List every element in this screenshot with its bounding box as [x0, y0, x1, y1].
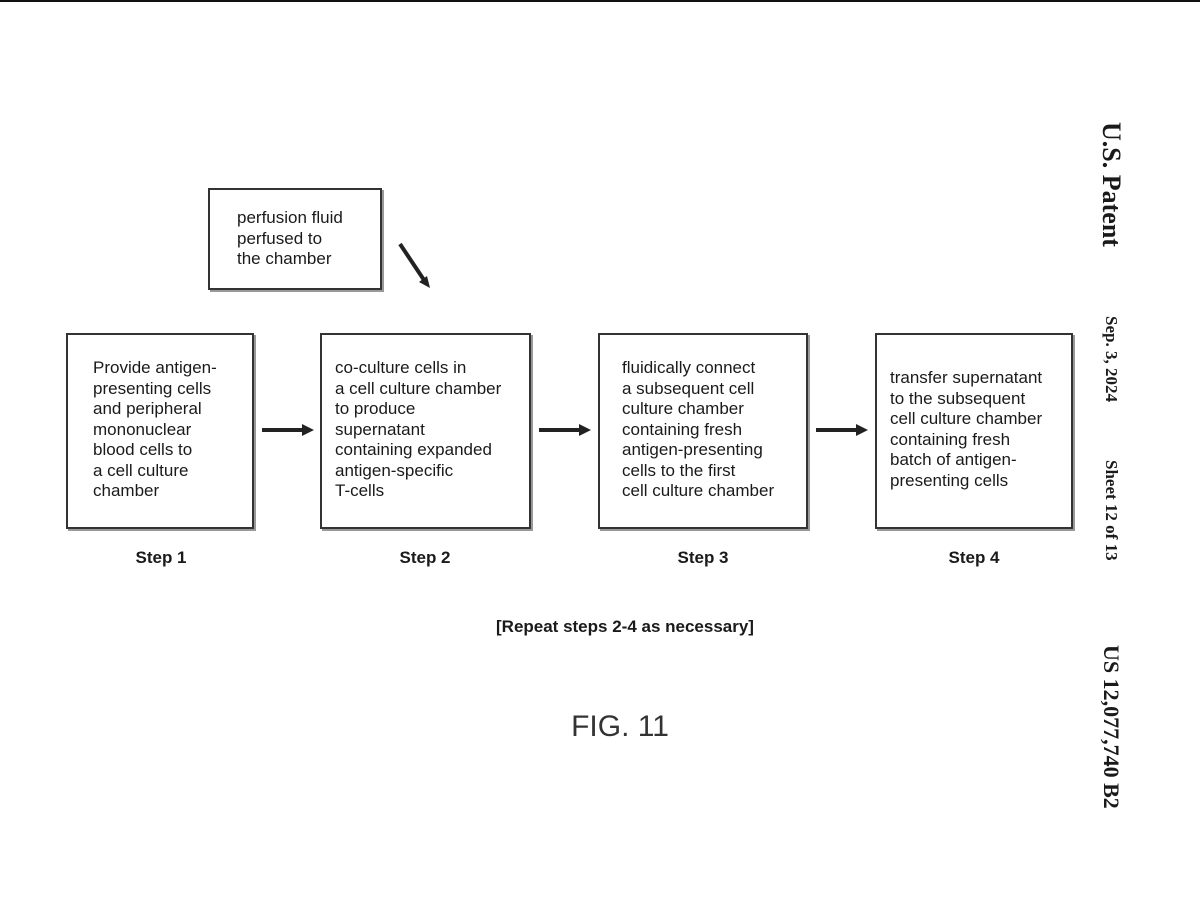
step-3-text: fluidically connect a subsequent cell cu…: [622, 358, 775, 500]
step-1-box: [66, 333, 254, 529]
patent-date: Sep. 3, 2024: [1102, 316, 1121, 402]
step-4-text: transfer supernatant to the subsequent c…: [890, 368, 1043, 490]
figure-label: FIG. 11: [571, 710, 669, 743]
top-border-line: [0, 0, 1200, 2]
step-2-label: Step 2: [399, 548, 451, 567]
step-3-box: [598, 333, 808, 529]
patent-number: US 12,077,740 B2: [1099, 645, 1124, 809]
perfusion-fluid-text: perfusion fluid perfused to the chamber: [237, 208, 343, 268]
perfusion-arrow: [398, 242, 430, 288]
perfusion-fluid-box: [208, 188, 382, 290]
step-2-text: co-culture cells in a cell culture chamb…: [335, 358, 502, 500]
arrow-step-3-to-4: [816, 424, 868, 436]
arrow-step-2-to-3: [539, 424, 591, 436]
patent-office-header: U.S. Patent: [1097, 122, 1126, 247]
step-3-label: Step 3: [677, 548, 729, 567]
patent-sheet-number: Sheet 12 of 13: [1102, 460, 1121, 561]
arrow-step-1-to-2: [262, 424, 314, 436]
step-4-box: [875, 333, 1073, 529]
step-1-text: Provide antigen- presenting cells and pe…: [93, 358, 217, 500]
repeat-steps-note: [Repeat steps 2-4 as necessary]: [496, 617, 754, 636]
step-1-label: Step 1: [135, 548, 187, 567]
step-4-label: Step 4: [948, 548, 1000, 567]
step-2-box: [320, 333, 531, 529]
